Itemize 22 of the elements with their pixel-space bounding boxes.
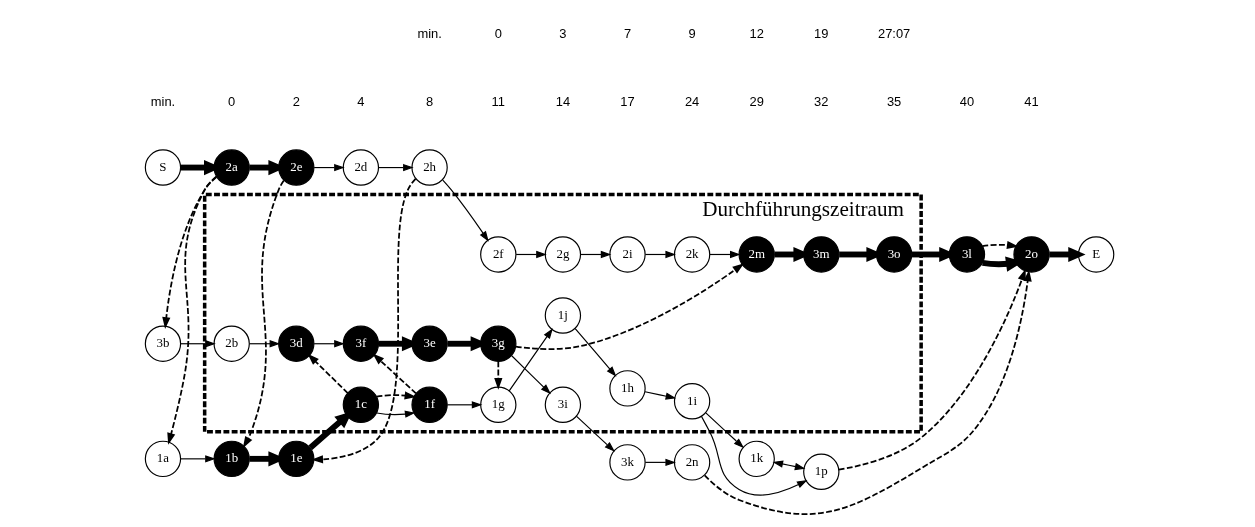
label: 32 — [814, 93, 829, 109]
label: 9 — [688, 25, 696, 41]
label: 17 — [620, 93, 635, 109]
label: min. — [417, 25, 442, 41]
label: 8 — [426, 93, 434, 109]
label: 40 — [959, 93, 975, 109]
label: 27:07 — [877, 25, 911, 41]
label: 24 — [684, 93, 700, 109]
label: 7 — [623, 25, 632, 41]
label: 0 — [228, 93, 236, 109]
label: 12 — [749, 25, 764, 41]
label: 3 — [559, 25, 567, 41]
label: 14 — [555, 93, 571, 109]
label: 0 — [494, 25, 502, 41]
label: 29 — [749, 93, 764, 109]
label: 19 — [814, 25, 829, 41]
label: 41 — [1024, 93, 1039, 109]
label: 35 — [886, 93, 902, 109]
label: 11 — [491, 93, 505, 109]
label: min. — [150, 93, 176, 109]
label: 2 — [292, 93, 300, 109]
label: 4 — [357, 93, 365, 109]
